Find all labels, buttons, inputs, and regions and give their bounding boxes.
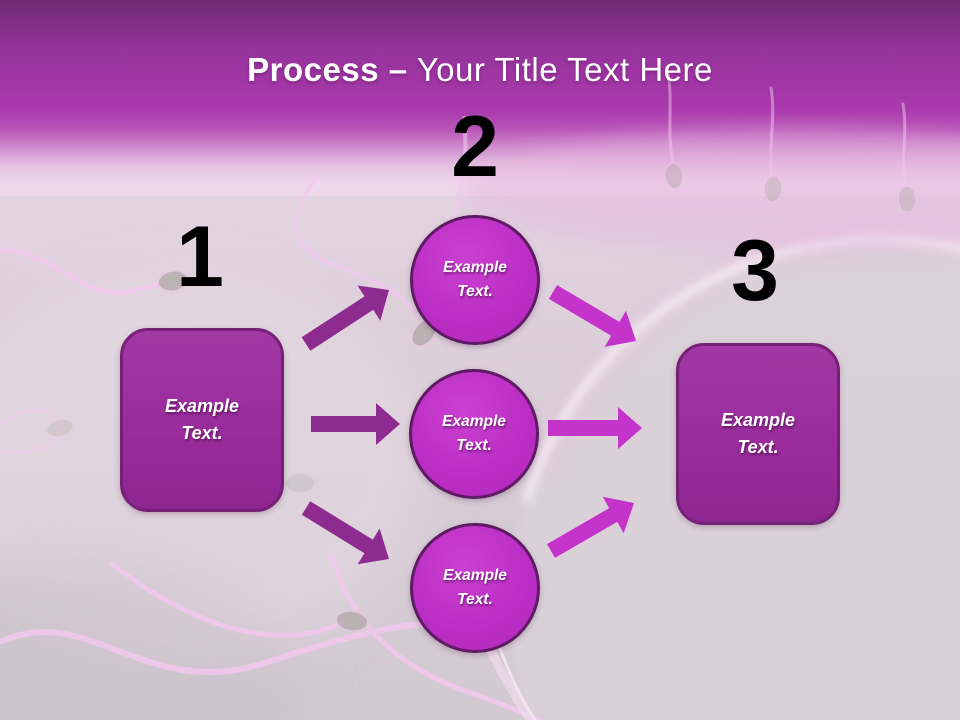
step-number-3: 3 <box>731 223 779 319</box>
step2-circle-bottom: Example Text. <box>410 523 540 653</box>
step1-box: Example Text. <box>120 328 284 512</box>
arrow-bottom-circle-to-right <box>547 496 634 558</box>
sperm-heads-graphic <box>47 162 917 632</box>
step-number-1: 1 <box>176 209 224 305</box>
step3-box: Example Text. <box>676 343 840 525</box>
step2-circle-bottom-label: Example Text. <box>443 567 507 608</box>
step-number-2: 2 <box>451 99 499 195</box>
step2-circle-middle: Example Text. <box>409 369 539 499</box>
step2-circle-top: Example Text. <box>410 215 540 345</box>
step1-box-label: Example Text. <box>164 396 240 443</box>
arrow-top-circle-to-right <box>548 285 636 347</box>
step3-box-label: Example Text. <box>720 410 796 457</box>
step2-circle-middle-label: Example Text. <box>442 413 506 454</box>
slide-title: Process – Your Title Text Here <box>0 50 960 90</box>
arrow-left-to-mid-circle <box>311 403 400 445</box>
title-text: Your Title Text Here <box>416 51 713 88</box>
title-dash: – <box>388 51 408 88</box>
step2-circle-top-label: Example Text. <box>443 259 507 300</box>
arrow-mid-circle-to-right <box>548 407 642 449</box>
shadow-patch <box>0 560 310 720</box>
arrow-left-to-top-circle <box>301 285 389 351</box>
title-emphasis: Process <box>247 51 380 88</box>
arrow-left-to-bottom-circle <box>301 501 389 565</box>
